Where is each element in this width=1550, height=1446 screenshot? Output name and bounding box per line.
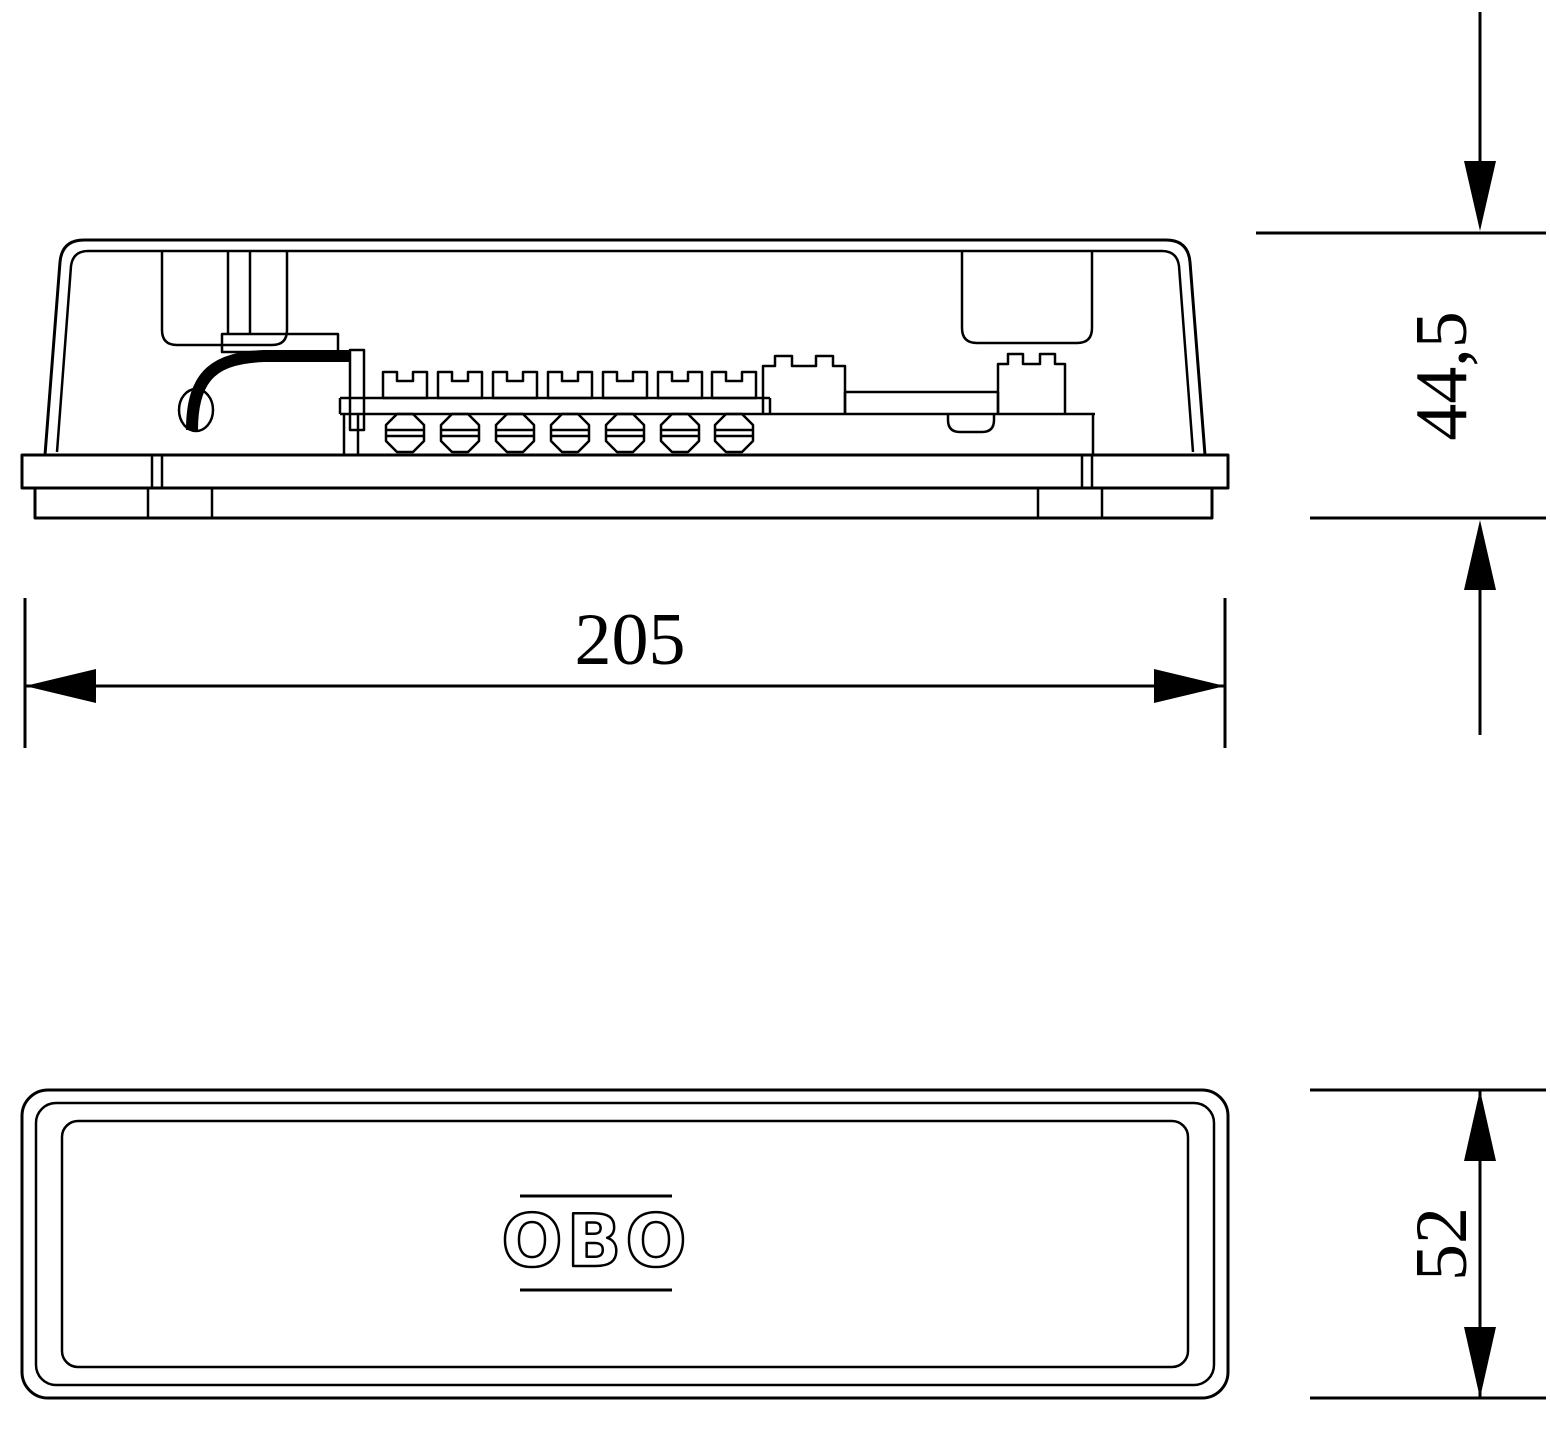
- terminal-clamp: [546, 370, 594, 400]
- terminal-screw: [604, 412, 646, 454]
- terminal-screw: [439, 412, 481, 454]
- terminal-clamp: [601, 370, 649, 400]
- side-view: [20, 238, 1230, 520]
- width-extension-lines: [23, 598, 1227, 748]
- base-plate-ticks: [146, 455, 1104, 518]
- terminal-clamp: [436, 370, 484, 400]
- cover-outline-outer: [20, 1088, 1230, 1400]
- terminal-screw: [384, 412, 426, 454]
- terminal-clamp: [381, 370, 429, 400]
- terminal-block-left: [761, 354, 847, 414]
- depth-arrow-up: [1464, 1090, 1496, 1161]
- dimensions: 205 44,5 52: [23, 12, 1546, 1400]
- terminal-clamp: [656, 370, 704, 400]
- terminal-screw: [494, 412, 536, 454]
- depth-dimension-label: 52: [1401, 1207, 1483, 1281]
- terminal-clamp: [491, 370, 539, 400]
- width-dimension-label: 205: [575, 599, 686, 681]
- base-plate: [33, 486, 1214, 520]
- dimension-depth: 52: [1310, 1088, 1546, 1400]
- cable-clamp-cam: [177, 387, 215, 433]
- width-arrow-left: [25, 669, 96, 703]
- left-post: [160, 251, 289, 347]
- depth-extension-lines: [1310, 1088, 1546, 1400]
- logo-text: OBO: [501, 1199, 690, 1283]
- mounting-tab: [946, 414, 996, 434]
- height-arrow-up: [1464, 520, 1496, 590]
- dimension-height: 44,5: [1256, 12, 1546, 735]
- cover-outline-mid: [34, 1101, 1216, 1387]
- housing-outline: [43, 238, 1207, 456]
- release-lever: [186, 350, 350, 431]
- plan-view: OBO: [20, 1088, 1230, 1400]
- terminal-clamp: [710, 370, 758, 400]
- housing-inner-outline: [55, 249, 1195, 453]
- depth-arrow-down: [1464, 1327, 1496, 1398]
- height-arrow-down: [1464, 161, 1496, 231]
- terminal-screw: [549, 412, 591, 454]
- dimension-width: 205: [23, 598, 1227, 748]
- height-leader-lines: [1256, 12, 1546, 735]
- terminal-screw: [713, 412, 755, 454]
- terminal-screw-row: [384, 412, 755, 454]
- width-arrow-right: [1154, 669, 1225, 703]
- cover-outline-inner: [60, 1119, 1190, 1369]
- terminal-screw: [659, 412, 701, 454]
- terminal-block-right: [996, 352, 1067, 414]
- terminal-clamp-row: [381, 370, 758, 400]
- base-flange: [20, 453, 1230, 490]
- height-dimension-label: 44,5: [1401, 311, 1483, 441]
- right-post: [960, 251, 1094, 345]
